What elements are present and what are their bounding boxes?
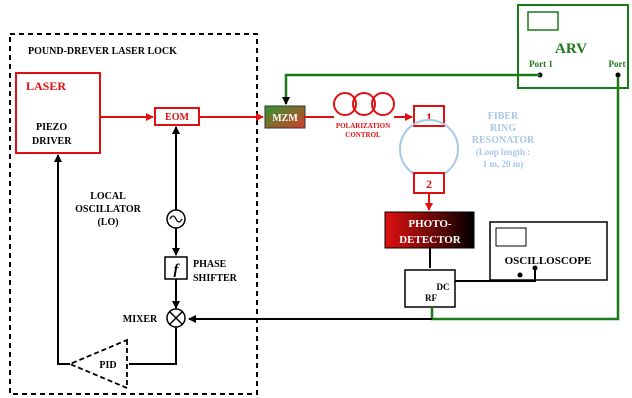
- oscilloscope-input-left: [517, 272, 523, 278]
- laser-title: LASER: [26, 79, 66, 93]
- resonator-label-line1: FIBER: [488, 111, 519, 122]
- piezo-driver-line2: DRIVER: [32, 136, 72, 147]
- dc-rf-splitter: [404, 269, 456, 308]
- oscilloscope-input-right: [532, 265, 538, 271]
- resonator-label-line3: RESONATOR: [472, 135, 535, 146]
- resonator-label-line4: (Loop length :: [476, 147, 531, 157]
- resonator-label-line5: 1 m, 20 m): [483, 159, 524, 169]
- arv-port2-label: Port: [609, 59, 626, 69]
- arv-screen: [527, 11, 559, 31]
- photodetector-line1: PHOTO-: [408, 218, 452, 230]
- rf-to-arv-port2-cable: [430, 77, 620, 321]
- phase-shifter-line2: SHIFTER: [193, 273, 238, 284]
- pdh-lock-box: [9, 33, 258, 395]
- eom-label: EOM: [165, 112, 189, 123]
- pdh-lock-title: POUND-DREVER LASER LOCK: [28, 46, 177, 57]
- oscilloscope-label: OSCILLOSCOPE: [505, 255, 592, 267]
- rf-label: RF: [425, 293, 437, 303]
- arv-port1-to-mzm-cable: [282, 73, 540, 105]
- photodetector-line2: DETECTOR: [399, 234, 462, 246]
- pid-label: PID: [99, 360, 116, 371]
- resonator-label-line2: RING: [490, 123, 516, 134]
- fiber-ring: [399, 119, 459, 179]
- oscilloscope-box: [489, 221, 608, 281]
- lo-label-line3: (LO): [97, 217, 118, 228]
- resonator-port-2-label: 2: [426, 177, 432, 191]
- lo-label-line1: LOCAL: [90, 191, 126, 202]
- arv-port1-label: Port 1: [529, 59, 553, 69]
- phase-shifter-symbol: f: [174, 262, 181, 278]
- oscilloscope-screen: [495, 227, 527, 247]
- lo-label-line2: OSCILLATOR: [75, 204, 142, 215]
- polarization-control-coils: [333, 92, 395, 116]
- pid-triangle: [67, 338, 128, 390]
- mixer-label: MIXER: [123, 314, 158, 325]
- pid-to-piezo-line: [54, 154, 70, 365]
- polarization-label-line1: POLARIZATION: [336, 122, 390, 130]
- arv-port2-connector: [615, 72, 621, 78]
- dc-to-oscilloscope-cable: [455, 268, 536, 282]
- resonator-port-1-label: 1: [426, 110, 432, 124]
- piezo-driver-line1: PIEZO: [36, 122, 67, 133]
- mzm-label: MZM: [272, 113, 298, 124]
- arv-title: ARV: [555, 41, 587, 57]
- mixer-to-pid-line: [129, 327, 177, 365]
- phase-shifter-line1: PHASE: [193, 259, 227, 270]
- mixer-cross-b: [169, 311, 183, 325]
- local-oscillator-wave: [169, 215, 183, 223]
- laser-box: [15, 72, 101, 154]
- dc-label: DC: [437, 282, 450, 292]
- polarization-label-line2: CONTROL: [345, 131, 381, 139]
